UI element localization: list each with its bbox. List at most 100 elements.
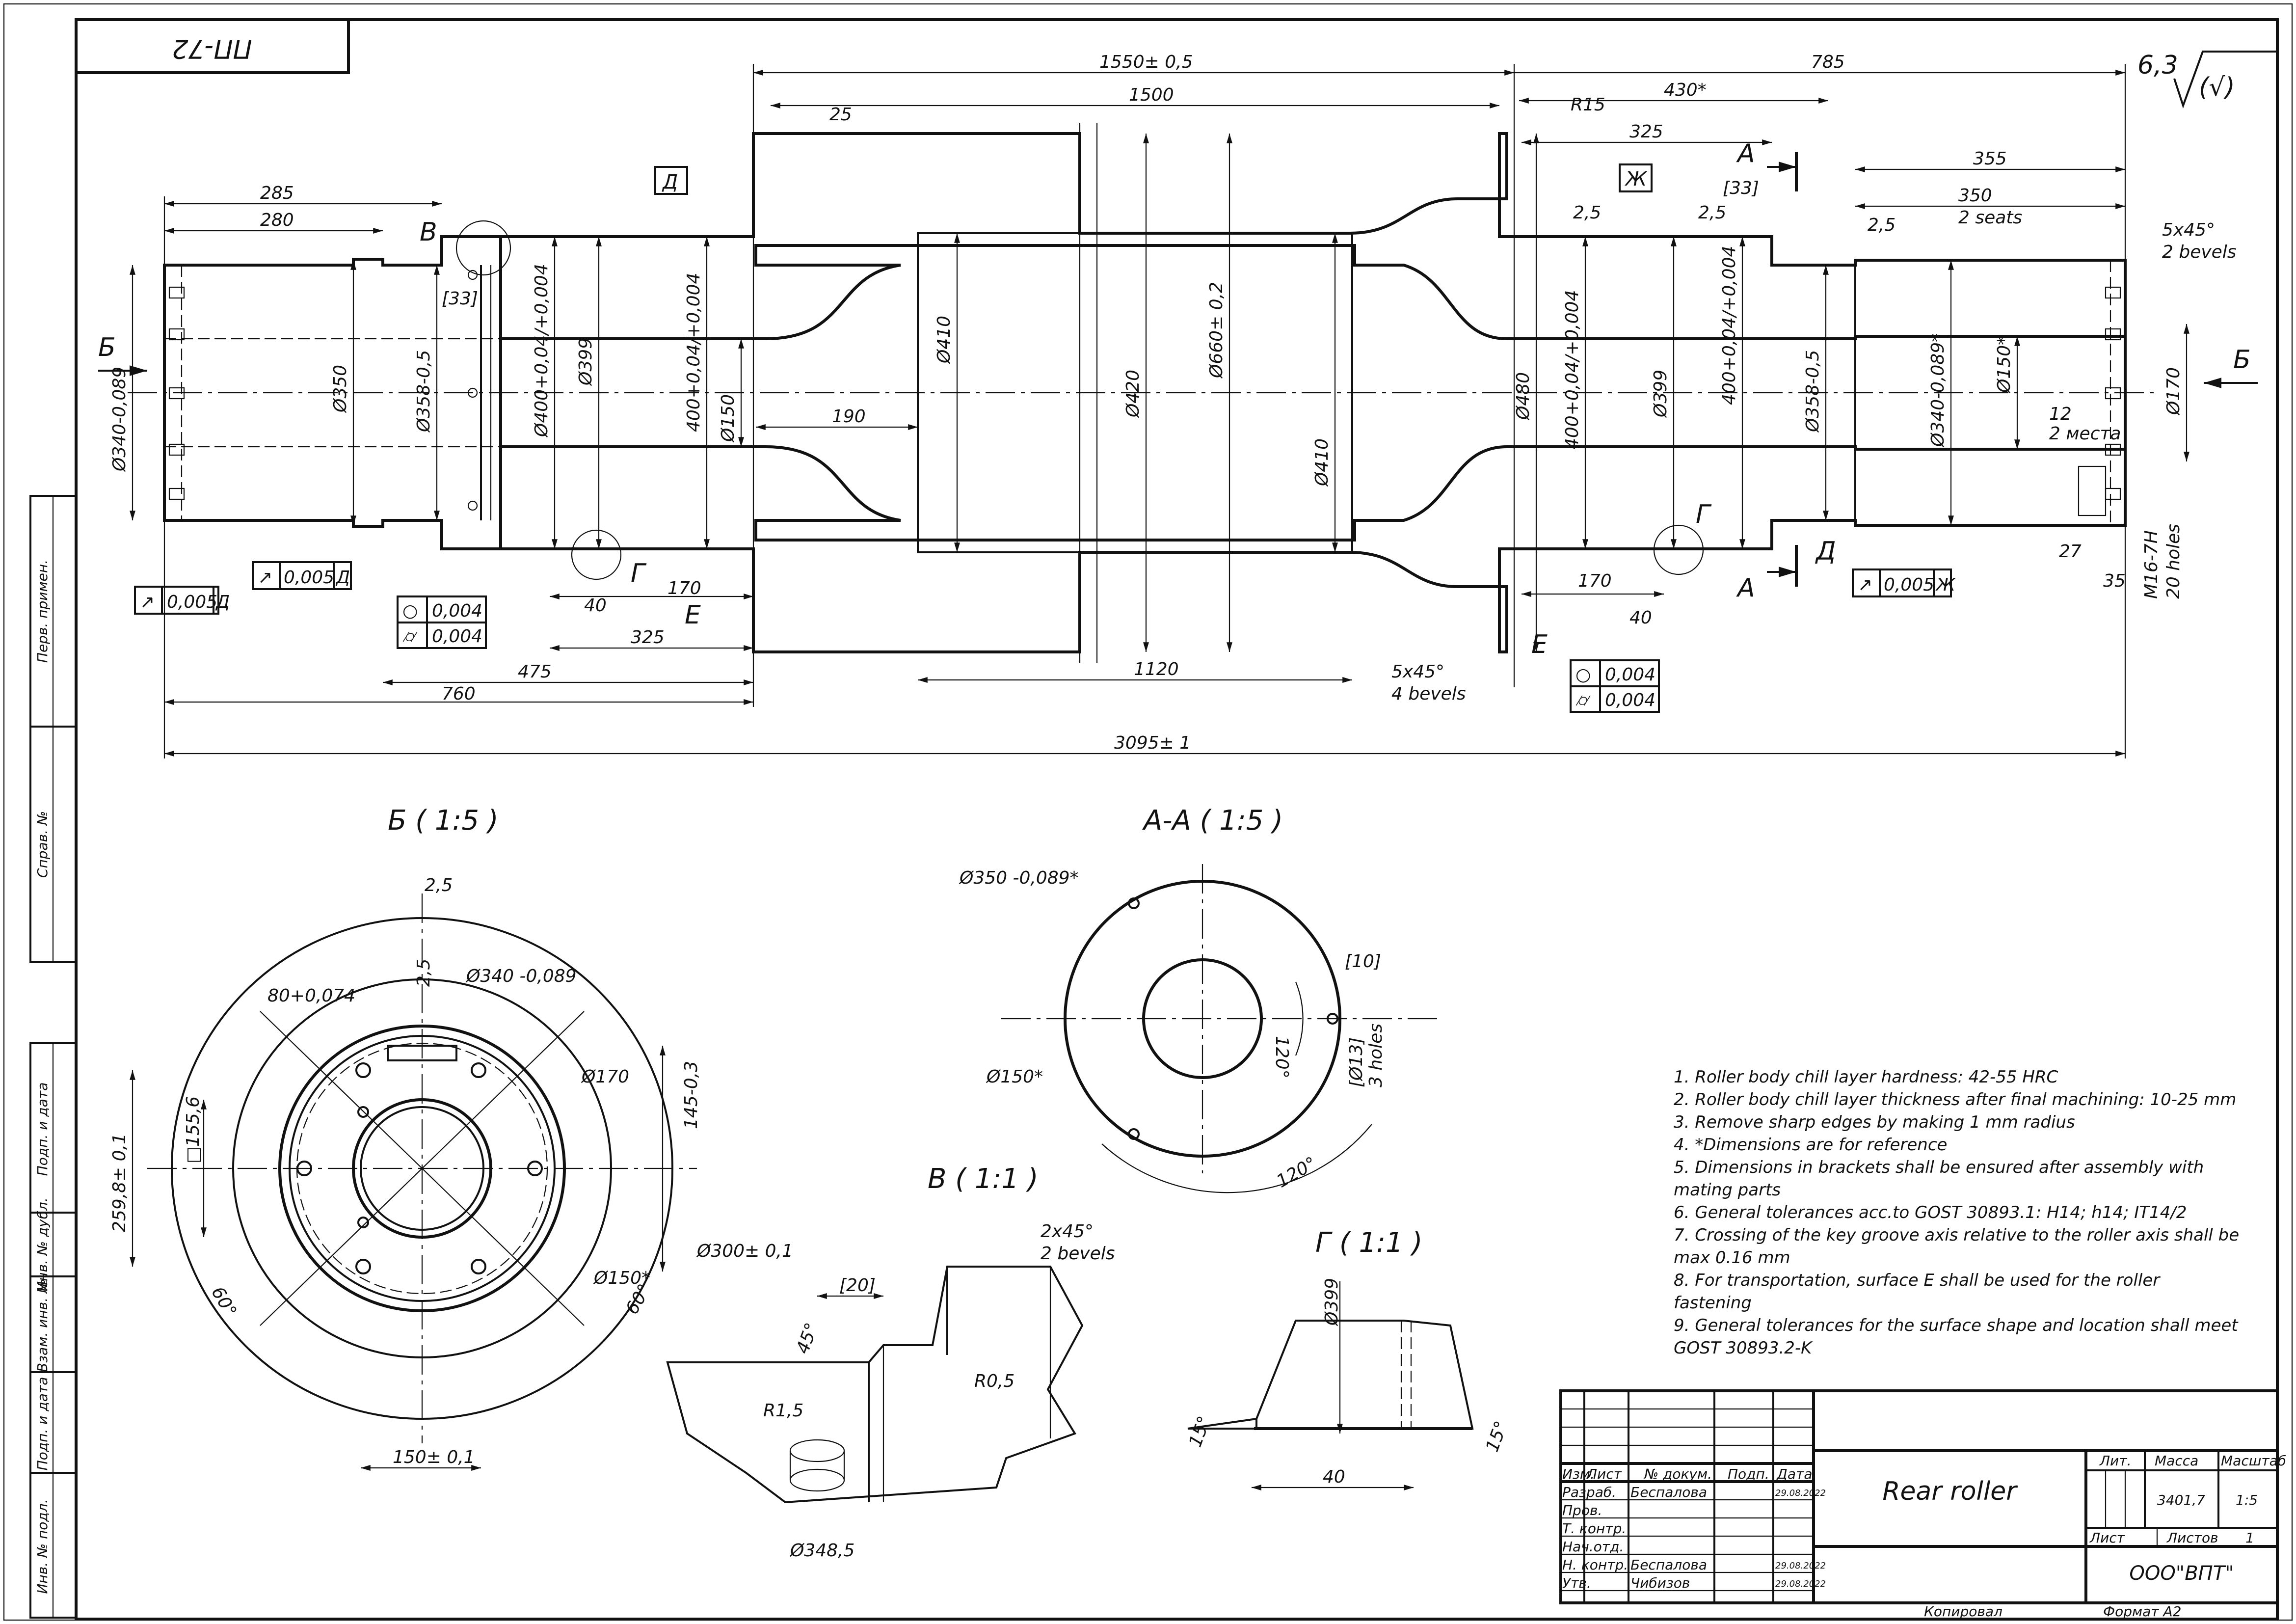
- dim-430: 430*: [1664, 80, 1707, 100]
- b-dim-150-w: 150± 0,1: [393, 1447, 475, 1467]
- tb-hdr-date: Дата: [1776, 1466, 1813, 1482]
- tb-role-4: Н. контр.: [1562, 1557, 1628, 1573]
- tb-scale-value: 1:5: [2236, 1492, 2258, 1508]
- stamp-1: Справ. №: [34, 811, 51, 878]
- aa-dim-120-a: 120°: [1272, 1036, 1292, 1079]
- sheet-frame: ПП-72: [3, 3, 2293, 1621]
- b-dim-2-5-a: 2,5: [425, 875, 453, 895]
- note-8b: fastening: [1674, 1293, 1752, 1313]
- tb-hdr-doc: № докум.: [1643, 1466, 1712, 1482]
- datum-d-top: Д: [662, 171, 678, 193]
- tb-name-0: Беспалова: [1630, 1484, 1707, 1500]
- roughness-paren: (√): [2199, 73, 2235, 102]
- v-dim-45: 45°: [793, 1320, 822, 1356]
- b-dim-150: Ø150*: [593, 1268, 650, 1288]
- v-dim-2x45: 2x45°: [1041, 1221, 1094, 1242]
- tb-sheets-value: 1: [2245, 1530, 2254, 1546]
- stamp-4: Взам. инв. №: [34, 1279, 51, 1372]
- dia-660: Ø660± 0,2: [1206, 282, 1227, 379]
- dim-190: 190: [832, 406, 866, 427]
- tol-0-sym: ↗: [140, 592, 155, 612]
- note-4: 4. *Dimensions are for reference: [1674, 1135, 1947, 1155]
- aa-dim-120-b: 120°: [1273, 1153, 1320, 1192]
- dim-2-5-b: 2,5: [1698, 203, 1726, 223]
- note-2: 2. Roller body chill layer thickness aft…: [1674, 1090, 2236, 1110]
- tolerance-frames: ↗ 0,005 Д ↗ 0,005 Д ○ 0,004 ⌭ 0,004 ○ 0,…: [134, 561, 1956, 713]
- tb-mass-value: 3401,7: [2157, 1492, 2205, 1508]
- dim-m16: M16-7H: [2141, 530, 2162, 599]
- note-3: 3. Remove sharp edges by making 1 mm rad…: [1674, 1112, 2075, 1132]
- detail-v-title: В ( 1:1 ): [928, 1163, 1039, 1195]
- tol-frame-3: ○ 0,004 ⌭ 0,004: [1570, 659, 1660, 713]
- tol-3-val: 0,004: [432, 626, 482, 647]
- b-dim-170: Ø170: [581, 1067, 629, 1087]
- dim-5x45-b: 5x45°: [1391, 662, 1444, 682]
- aa-dim-10: [10]: [1345, 951, 1381, 972]
- tb-date-0: 29.08.2022: [1775, 1488, 1826, 1498]
- dim-33-r: [33]: [1723, 178, 1759, 198]
- view-g-right: Г: [1696, 500, 1712, 529]
- dia-399-l: Ø399: [576, 338, 596, 386]
- tb-name-5: Чибизов: [1630, 1575, 1690, 1591]
- dim-33-l: [33]: [442, 289, 478, 309]
- detail-g-title: Г ( 1:1 ): [1315, 1227, 1422, 1259]
- tol-frame-2: ○ 0,004 ⌭ 0,004: [397, 595, 487, 649]
- b-dim-155: □155,6: [183, 1096, 203, 1164]
- tb-scale-label: Масштаб: [2221, 1453, 2286, 1469]
- dim-170-r: 170: [1578, 571, 1612, 591]
- tb-role-5: Утв.: [1562, 1575, 1591, 1591]
- dim-3095: 3095± 1: [1114, 733, 1191, 753]
- main-dimension-text: 1550± 0,5 1500 25 785 430* R15 325 355 3…: [260, 52, 2237, 753]
- dia-358: Ø358-0,5: [414, 350, 434, 433]
- tol-frame-0: ↗ 0,005 Д: [134, 586, 230, 615]
- view-v: В: [420, 217, 437, 247]
- dim-2-bevels-r: 2 bevels: [2162, 242, 2237, 262]
- note-5b: mating parts: [1674, 1180, 1781, 1200]
- v-dim-20: [20]: [839, 1275, 876, 1296]
- side-stamp-column: Перв. примен. Справ. № Подп. и дата Инв.…: [29, 495, 77, 1619]
- section-a-top: А: [1736, 139, 1755, 168]
- g-dim-399: Ø399: [1322, 1278, 1342, 1326]
- v-dim-2-bevels: 2 bevels: [1041, 1244, 1115, 1264]
- dim-285: 285: [260, 183, 294, 203]
- stamp-0: Перв. примен.: [34, 560, 51, 663]
- dia-150-l: Ø150: [718, 394, 738, 443]
- note-7: 7. Crossing of the key groove axis relat…: [1674, 1225, 2239, 1245]
- dim-r15: R15: [1571, 95, 1605, 115]
- tol-1-ref: Д: [335, 568, 350, 588]
- dim-20-holes: 20 holes: [2163, 524, 2184, 599]
- tol-frame-1: ↗ 0,005 Д: [252, 561, 352, 590]
- dia-400-r2: 400+0,04/+0,004: [1719, 246, 1739, 405]
- tol-6-val: 0,005: [1884, 575, 1934, 595]
- dim-5x45-r: 5x45°: [2162, 220, 2215, 240]
- dia-400-r1: 400+0,04/+0,004: [1562, 290, 1582, 449]
- b-dim-60-l: 60°: [207, 1283, 240, 1321]
- dim-325-r: 325: [1629, 122, 1663, 142]
- dim-2-5-a: 2,5: [1573, 203, 1601, 223]
- tol-5-val: 0,004: [1605, 690, 1655, 710]
- dim-35: 35: [2103, 571, 2126, 591]
- dim-325-l: 325: [631, 627, 665, 648]
- dia-350: Ø350: [330, 365, 350, 413]
- tb-sheets-label: Листов: [2166, 1530, 2218, 1546]
- tb-company: ООО"ВПТ": [2129, 1562, 2234, 1585]
- dim-1500: 1500: [1129, 85, 1174, 105]
- stamp-3: Инв. № дубл.: [34, 1197, 51, 1292]
- view-b-right: Б: [2233, 345, 2251, 375]
- dim-1550: 1550± 0,5: [1099, 52, 1193, 72]
- aa-dim-3-holes: 3 holes: [1366, 1024, 1386, 1087]
- tb-mass-label: Масса: [2155, 1453, 2198, 1469]
- stamp-2: Подп. и дата: [34, 1083, 51, 1176]
- dia-420: Ø420: [1123, 370, 1143, 418]
- drawing-code-box: [75, 18, 350, 74]
- tb-format: Формат А2: [2103, 1603, 2181, 1620]
- b-dim-259: 259,8± 0,1: [109, 1133, 130, 1232]
- lower-wall: [499, 445, 2127, 653]
- dia-410-r: Ø410: [1312, 438, 1332, 487]
- aa-dim-350: Ø350 -0,089*: [959, 868, 1079, 888]
- main-dimension-lines: [163, 64, 2126, 758]
- section-b: Б ( 1:5 ) 2,5 2,5 Ø340 -0,089 80+0,074 Ø…: [109, 805, 793, 1471]
- dim-760: 760: [442, 684, 476, 704]
- dia-399-r: Ø399: [1651, 370, 1671, 418]
